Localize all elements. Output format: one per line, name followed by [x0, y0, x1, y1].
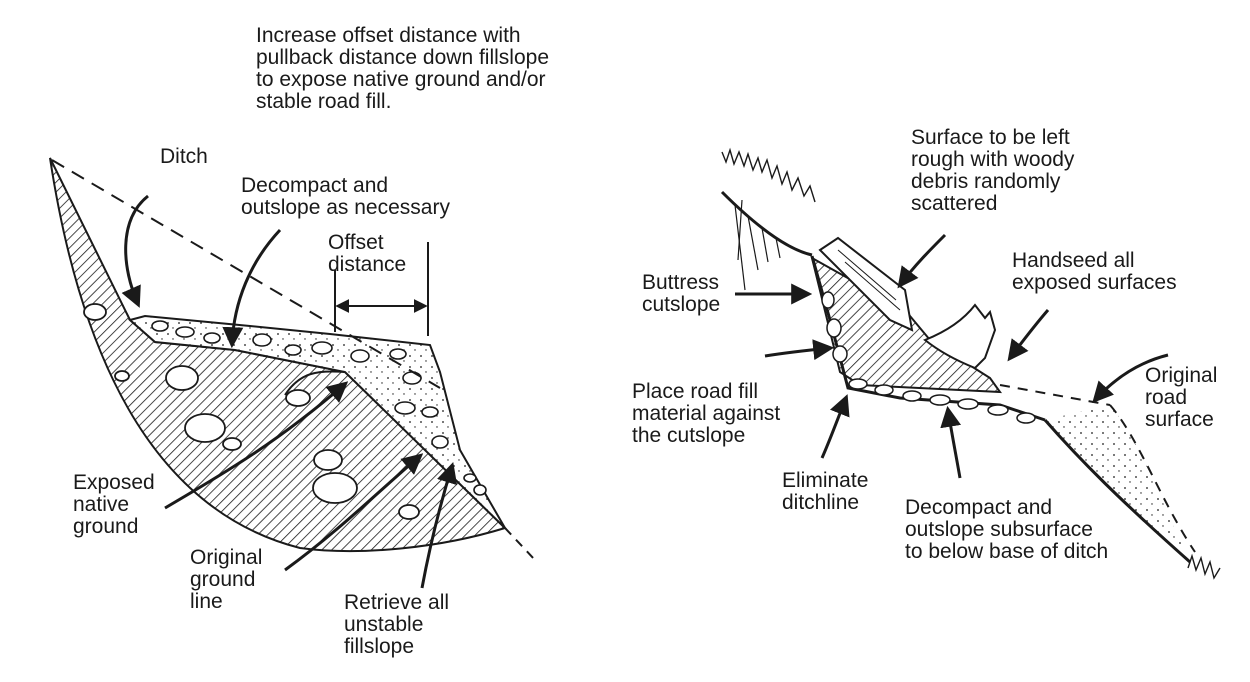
original-ground-line-label: Original ground line	[190, 547, 262, 613]
offset-distance-label: Offset distance	[328, 232, 406, 276]
original-road-surface-label: Original road surface	[1145, 365, 1217, 431]
decompact-label: Decompact and outslope as necessary	[241, 175, 450, 219]
buttress-cutslope-label: Buttress cutslope	[642, 272, 720, 316]
fillslope-dashed-extension	[505, 528, 535, 560]
exposed-native-ground-label: Exposed native ground	[73, 472, 155, 538]
place-road-fill-label: Place road fill material against the cut…	[632, 381, 780, 447]
retrieve-fillslope-label: Retrieve all unstable fillslope	[344, 592, 449, 658]
handseed-label: Handseed all exposed surfaces	[1012, 250, 1177, 294]
eliminate-ditchline-label: Eliminate ditchline	[782, 470, 868, 514]
ditch-label: Ditch	[160, 146, 208, 168]
top-note: Increase offset distance with pullback d…	[256, 25, 549, 113]
decompact-subsurface-label: Decompact and outslope subsurface to bel…	[905, 497, 1108, 563]
surface-rough-label: Surface to be left rough with woody debr…	[911, 127, 1074, 215]
original-road-line	[1000, 385, 1110, 405]
cut-striations	[735, 200, 780, 290]
cut-bank	[722, 192, 812, 255]
